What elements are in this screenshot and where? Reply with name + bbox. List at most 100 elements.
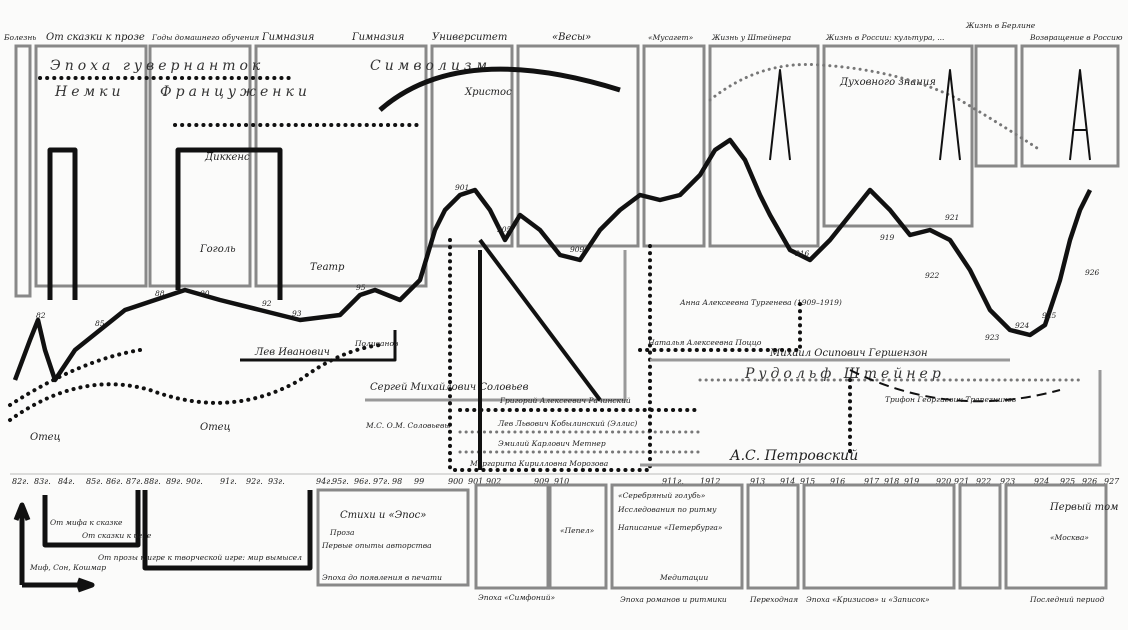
- box-symphony: [474, 483, 550, 590]
- box-home: [148, 44, 252, 288]
- tower-icon: [1069, 69, 1091, 161]
- header: Годы домашнего обучения: [151, 33, 259, 42]
- year-label: 910: [554, 477, 569, 486]
- curve-year-marks: 82 85 88 90 92 93 95 901 905 909 916 919…: [36, 183, 1100, 342]
- header: От сказки к прозе: [46, 32, 145, 43]
- year-label: 916: [830, 477, 845, 486]
- box-musaget: [642, 44, 706, 248]
- epoch-governess: Эпоха гувернанток: [50, 58, 264, 74]
- label-from-myth: От мифа к сказке: [50, 518, 123, 527]
- curve-year: 925: [1042, 311, 1057, 320]
- person-lev: Лев Иванович: [254, 347, 330, 358]
- year-label: 924: [1034, 477, 1049, 486]
- label-crises: Эпоха «Кризисов» и «Записок»: [806, 595, 930, 604]
- year-label: 99: [414, 477, 424, 486]
- person-trapeznikov: Трифон Георгиевич Трапезников: [885, 395, 1017, 404]
- symbolism-arc: [378, 66, 621, 112]
- box-last: [1004, 483, 1108, 590]
- person-steiner: Рудольф Штейнер: [744, 366, 945, 382]
- year-label: 927: [1104, 477, 1120, 486]
- header: Жизнь в Берлине: [965, 21, 1036, 30]
- person-morozova: Маргарита Кирилловна Морозова: [469, 459, 608, 468]
- person-solovievs: М.С. О.М. Соловьевы: [365, 421, 450, 430]
- curve-year: 82: [36, 311, 46, 320]
- label-dickens: Диккенс: [204, 152, 250, 163]
- year-label: 917: [864, 477, 880, 486]
- year-label: 84г.: [58, 477, 75, 486]
- prose-bracket: [142, 490, 313, 571]
- myth-arrow: [13, 502, 95, 593]
- label-verse: Стихи и «Эпос»: [340, 510, 426, 521]
- year-label: 89г.: [166, 477, 183, 486]
- father-line: [8, 348, 142, 407]
- person-natalia: Наталья Алексеевна Поццо: [647, 338, 762, 347]
- box-illness: [14, 44, 32, 298]
- curve-year: 922: [925, 271, 940, 280]
- year-label: 90г.: [186, 477, 203, 486]
- label-father: Отец: [30, 432, 61, 443]
- label-meditations: Медитации: [659, 573, 708, 582]
- curve-year: 924: [1015, 321, 1030, 330]
- box-pepel: [548, 483, 608, 590]
- label-moscow: «Москва»: [1050, 533, 1089, 542]
- label-last-period: Последний период: [1029, 595, 1105, 604]
- year-label: 91г.: [220, 477, 237, 486]
- year-label: 900: [448, 477, 463, 486]
- label-gogol: Гоголь: [199, 244, 236, 255]
- year-label: 922: [976, 477, 991, 486]
- label-novels: Эпоха романов и ритмики: [620, 595, 727, 604]
- line-morozova: [453, 238, 652, 472]
- year-label: 88г.: [144, 477, 161, 486]
- period-headers: Болезнь От сказки к прозе Годы домашнего…: [3, 21, 1123, 43]
- year-label: 1912: [700, 477, 720, 486]
- curve-year: 93: [292, 309, 302, 318]
- year-label: 926: [1082, 477, 1097, 486]
- year-label: 909: [534, 477, 549, 486]
- year-label: 915: [800, 477, 815, 486]
- person-kobylinsky: Лев Львович Кобылинский (Эллис): [497, 419, 637, 428]
- tower-icon: [769, 69, 791, 161]
- box-university: [430, 44, 514, 248]
- year-label: 92г.: [246, 477, 263, 486]
- person-gershenzon: Михаил Осипович Гершензон: [769, 348, 928, 359]
- header: Университет: [432, 32, 507, 43]
- person-polivanov: Поливанов: [354, 339, 399, 348]
- person-rachinsky: Григорий Алексеевич Рачинский: [499, 396, 631, 405]
- curve-year: 926: [1085, 268, 1100, 277]
- label-to-game: От сказки к игре: [82, 531, 152, 540]
- year-label: 923: [1000, 477, 1015, 486]
- curve-year: 901: [455, 183, 469, 192]
- label-first-vol: Первый том: [1049, 502, 1118, 513]
- line-natalia: [638, 298, 802, 352]
- person-metner: Эмилий Карлович Метнер: [498, 439, 606, 448]
- year-label: 98: [392, 477, 402, 486]
- fairytale-bracket: [42, 490, 141, 548]
- label-pepel: «Пепел»: [560, 526, 595, 535]
- curve-year: 909: [570, 245, 585, 254]
- year-label: 85г.: [86, 477, 103, 486]
- epoch-christ: Христос: [464, 87, 512, 98]
- header: Возвращение в Россию: [1029, 33, 1123, 42]
- epoch-spirit: Духовного знания: [839, 77, 936, 88]
- header: Болезнь: [3, 33, 36, 42]
- curve-year: 923: [985, 333, 1000, 342]
- label-pre-print: Эпоха до появления в печати: [322, 573, 442, 582]
- year-label: 902: [486, 477, 501, 486]
- person-petrovsky: А.С. Петровский: [729, 448, 858, 464]
- label-myth: Миф, Сон, Кошмар: [29, 563, 106, 572]
- line-petrovsky: [640, 370, 1102, 467]
- year-label: 911г.: [662, 477, 684, 486]
- year-label: 914: [780, 477, 795, 486]
- box-1922: [958, 483, 1002, 590]
- epoch-french: Француженки: [160, 84, 311, 100]
- box-gymnasium: [254, 44, 428, 288]
- curve-year: 85: [95, 319, 105, 328]
- year-label: 95г.: [332, 477, 349, 486]
- year-label: 913: [750, 477, 765, 486]
- box-transition: [746, 483, 800, 590]
- curve-year: 916: [795, 249, 810, 258]
- curve-year: 95: [356, 283, 366, 292]
- box-return: [1020, 44, 1120, 168]
- line-sergei: [365, 250, 627, 402]
- box-pre-print: [316, 488, 470, 587]
